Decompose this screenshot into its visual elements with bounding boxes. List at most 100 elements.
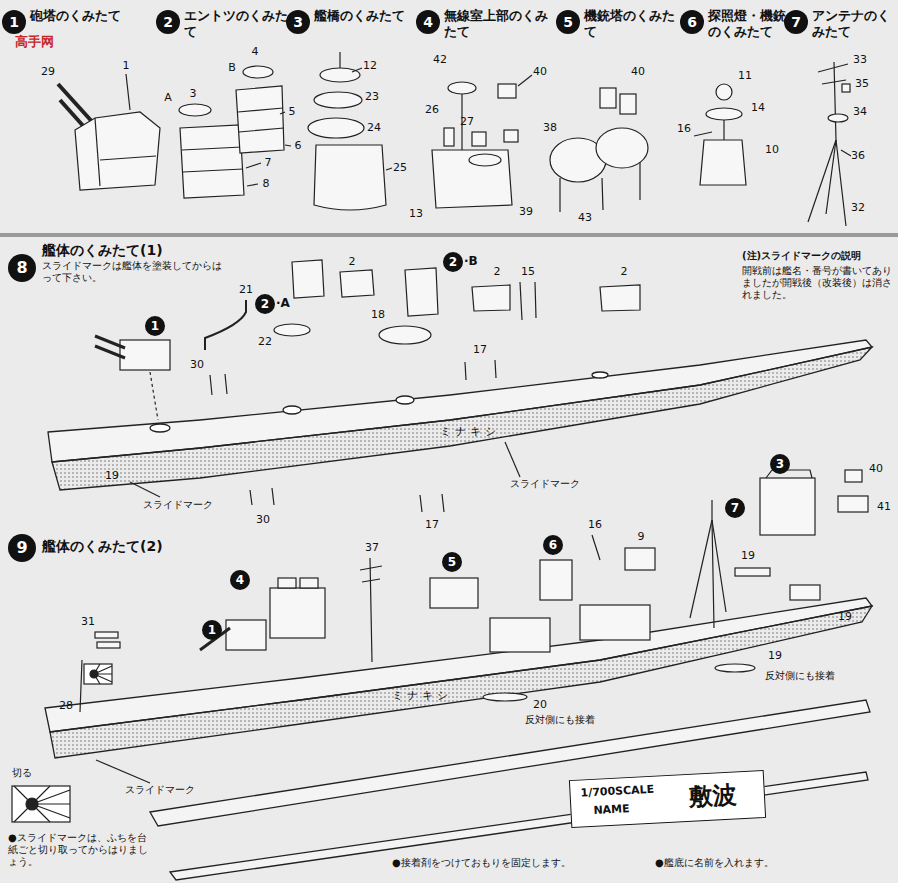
step-circle: 7 — [725, 498, 745, 518]
antenna-drawing — [818, 64, 848, 72]
hull-parts — [360, 566, 382, 570]
gun-platform-drawing — [559, 178, 560, 212]
funnel-drawing — [179, 66, 291, 198]
radio-room-drawing — [472, 132, 486, 146]
hull-parts — [84, 664, 112, 684]
part-number: 16 — [677, 122, 691, 135]
hull-parts — [300, 578, 318, 588]
hull-parts — [226, 620, 266, 650]
hull-parts — [483, 693, 527, 701]
part-number: 6 — [295, 139, 302, 152]
step-heading: ·B — [464, 254, 484, 268]
hull-parts — [97, 642, 120, 648]
step-number: 7 — [731, 502, 739, 514]
hull-drawing — [48, 340, 872, 490]
section-divider — [0, 233, 898, 237]
part-number: 17 — [425, 518, 439, 531]
hull-parts — [711, 500, 712, 520]
part-number: 35 — [855, 77, 869, 90]
part-number: 27 — [460, 115, 474, 128]
hull-parts — [845, 470, 862, 482]
hull-drawing — [283, 406, 301, 414]
part-number: 10 — [765, 143, 779, 156]
note-text: ●艦底に名前を入れます。 — [655, 857, 774, 869]
step-number: 7 — [791, 15, 801, 29]
hull-parts — [495, 360, 496, 378]
part-number: 7 — [265, 156, 272, 169]
step-number: 1 — [208, 624, 216, 636]
hull-parts — [278, 578, 296, 588]
part-number: 37 — [365, 541, 379, 554]
hull-parts — [379, 326, 431, 344]
funnel-drawing — [285, 145, 291, 146]
hull-drawing — [50, 606, 872, 758]
step-number: 1 — [9, 15, 19, 29]
part-number: 38 — [543, 121, 557, 134]
antenna-drawing — [808, 62, 851, 226]
hull-parts — [712, 520, 726, 612]
note-text: 反対側にも接着 — [765, 670, 835, 682]
hull-parts — [472, 285, 510, 311]
hull-parts — [535, 282, 536, 318]
hull-parts — [690, 520, 712, 618]
bridge-drawing — [320, 68, 360, 82]
step-heading: ·A — [276, 296, 296, 310]
hull-parts — [120, 340, 170, 370]
note-text: 反対側にも接着 — [525, 714, 595, 726]
step-note: スライドマークは艦体を塗装してからはって下さい。 — [42, 260, 222, 284]
radio-room-drawing — [432, 75, 532, 208]
antenna-drawing — [842, 84, 850, 92]
searchlight-drawing — [716, 84, 732, 100]
bridge-drawing — [339, 52, 340, 68]
step-circle: 4無線室上部のくみたて — [416, 10, 440, 34]
note-text: 開戦前は艦名・番号が書いてありましたが開戦後（改装後）は消されました。 — [742, 265, 892, 301]
step-heading: 機銃塔のくみたて — [584, 8, 684, 39]
step-number: 3 — [776, 458, 784, 470]
step-circle: 6 — [543, 535, 563, 555]
funnel-drawing — [179, 104, 211, 116]
part-number: 43 — [578, 211, 592, 224]
step-circle: 2エントツのくみたて — [156, 10, 180, 34]
hull-parts — [130, 482, 160, 497]
step-number: 2 — [261, 298, 269, 310]
hull-parts — [712, 520, 714, 628]
part-number: 13 — [409, 207, 423, 220]
step-circle: 4 — [230, 570, 250, 590]
part-number: 4 — [252, 45, 259, 58]
hull-parts — [420, 495, 422, 512]
hull-parts — [362, 579, 380, 582]
hull-parts — [625, 548, 655, 570]
flag-decal — [14, 786, 70, 822]
note-text: スライドマーク — [143, 499, 213, 511]
part-number: 19 — [741, 549, 755, 562]
part-number: 19 — [105, 469, 119, 482]
hull-drawing — [52, 347, 872, 490]
part-number: 1 — [123, 59, 130, 72]
step-heading: 無線室上部のくみたて — [444, 8, 559, 39]
part-number: 2 — [349, 255, 356, 268]
part-number: 40 — [631, 65, 645, 78]
step-circle: 3 — [770, 454, 790, 474]
part-number: 18 — [371, 308, 385, 321]
step-circle: 1砲塔のくみたて — [2, 10, 26, 34]
antenna-drawing — [836, 140, 846, 226]
bridge-drawing — [308, 118, 364, 138]
part-number: 23 — [365, 90, 379, 103]
hull-parts — [150, 372, 158, 420]
turret-drawing — [95, 118, 100, 186]
part-number: 36 — [851, 149, 865, 162]
searchlight-drawing — [700, 140, 746, 185]
step-number: 1 — [151, 320, 159, 332]
part-number: 3 — [190, 87, 197, 100]
name-plate: 1/700SCALENAME敷波 — [569, 770, 766, 828]
hull-parts — [600, 285, 640, 311]
part-number: 29 — [41, 65, 55, 78]
part-number: 14 — [751, 101, 765, 114]
hull-parts — [790, 585, 820, 600]
turret-drawing — [58, 74, 160, 190]
part-number: 30 — [190, 358, 204, 371]
bridge-drawing — [314, 92, 362, 108]
hull-parts — [274, 324, 310, 336]
funnel-drawing — [243, 66, 273, 78]
